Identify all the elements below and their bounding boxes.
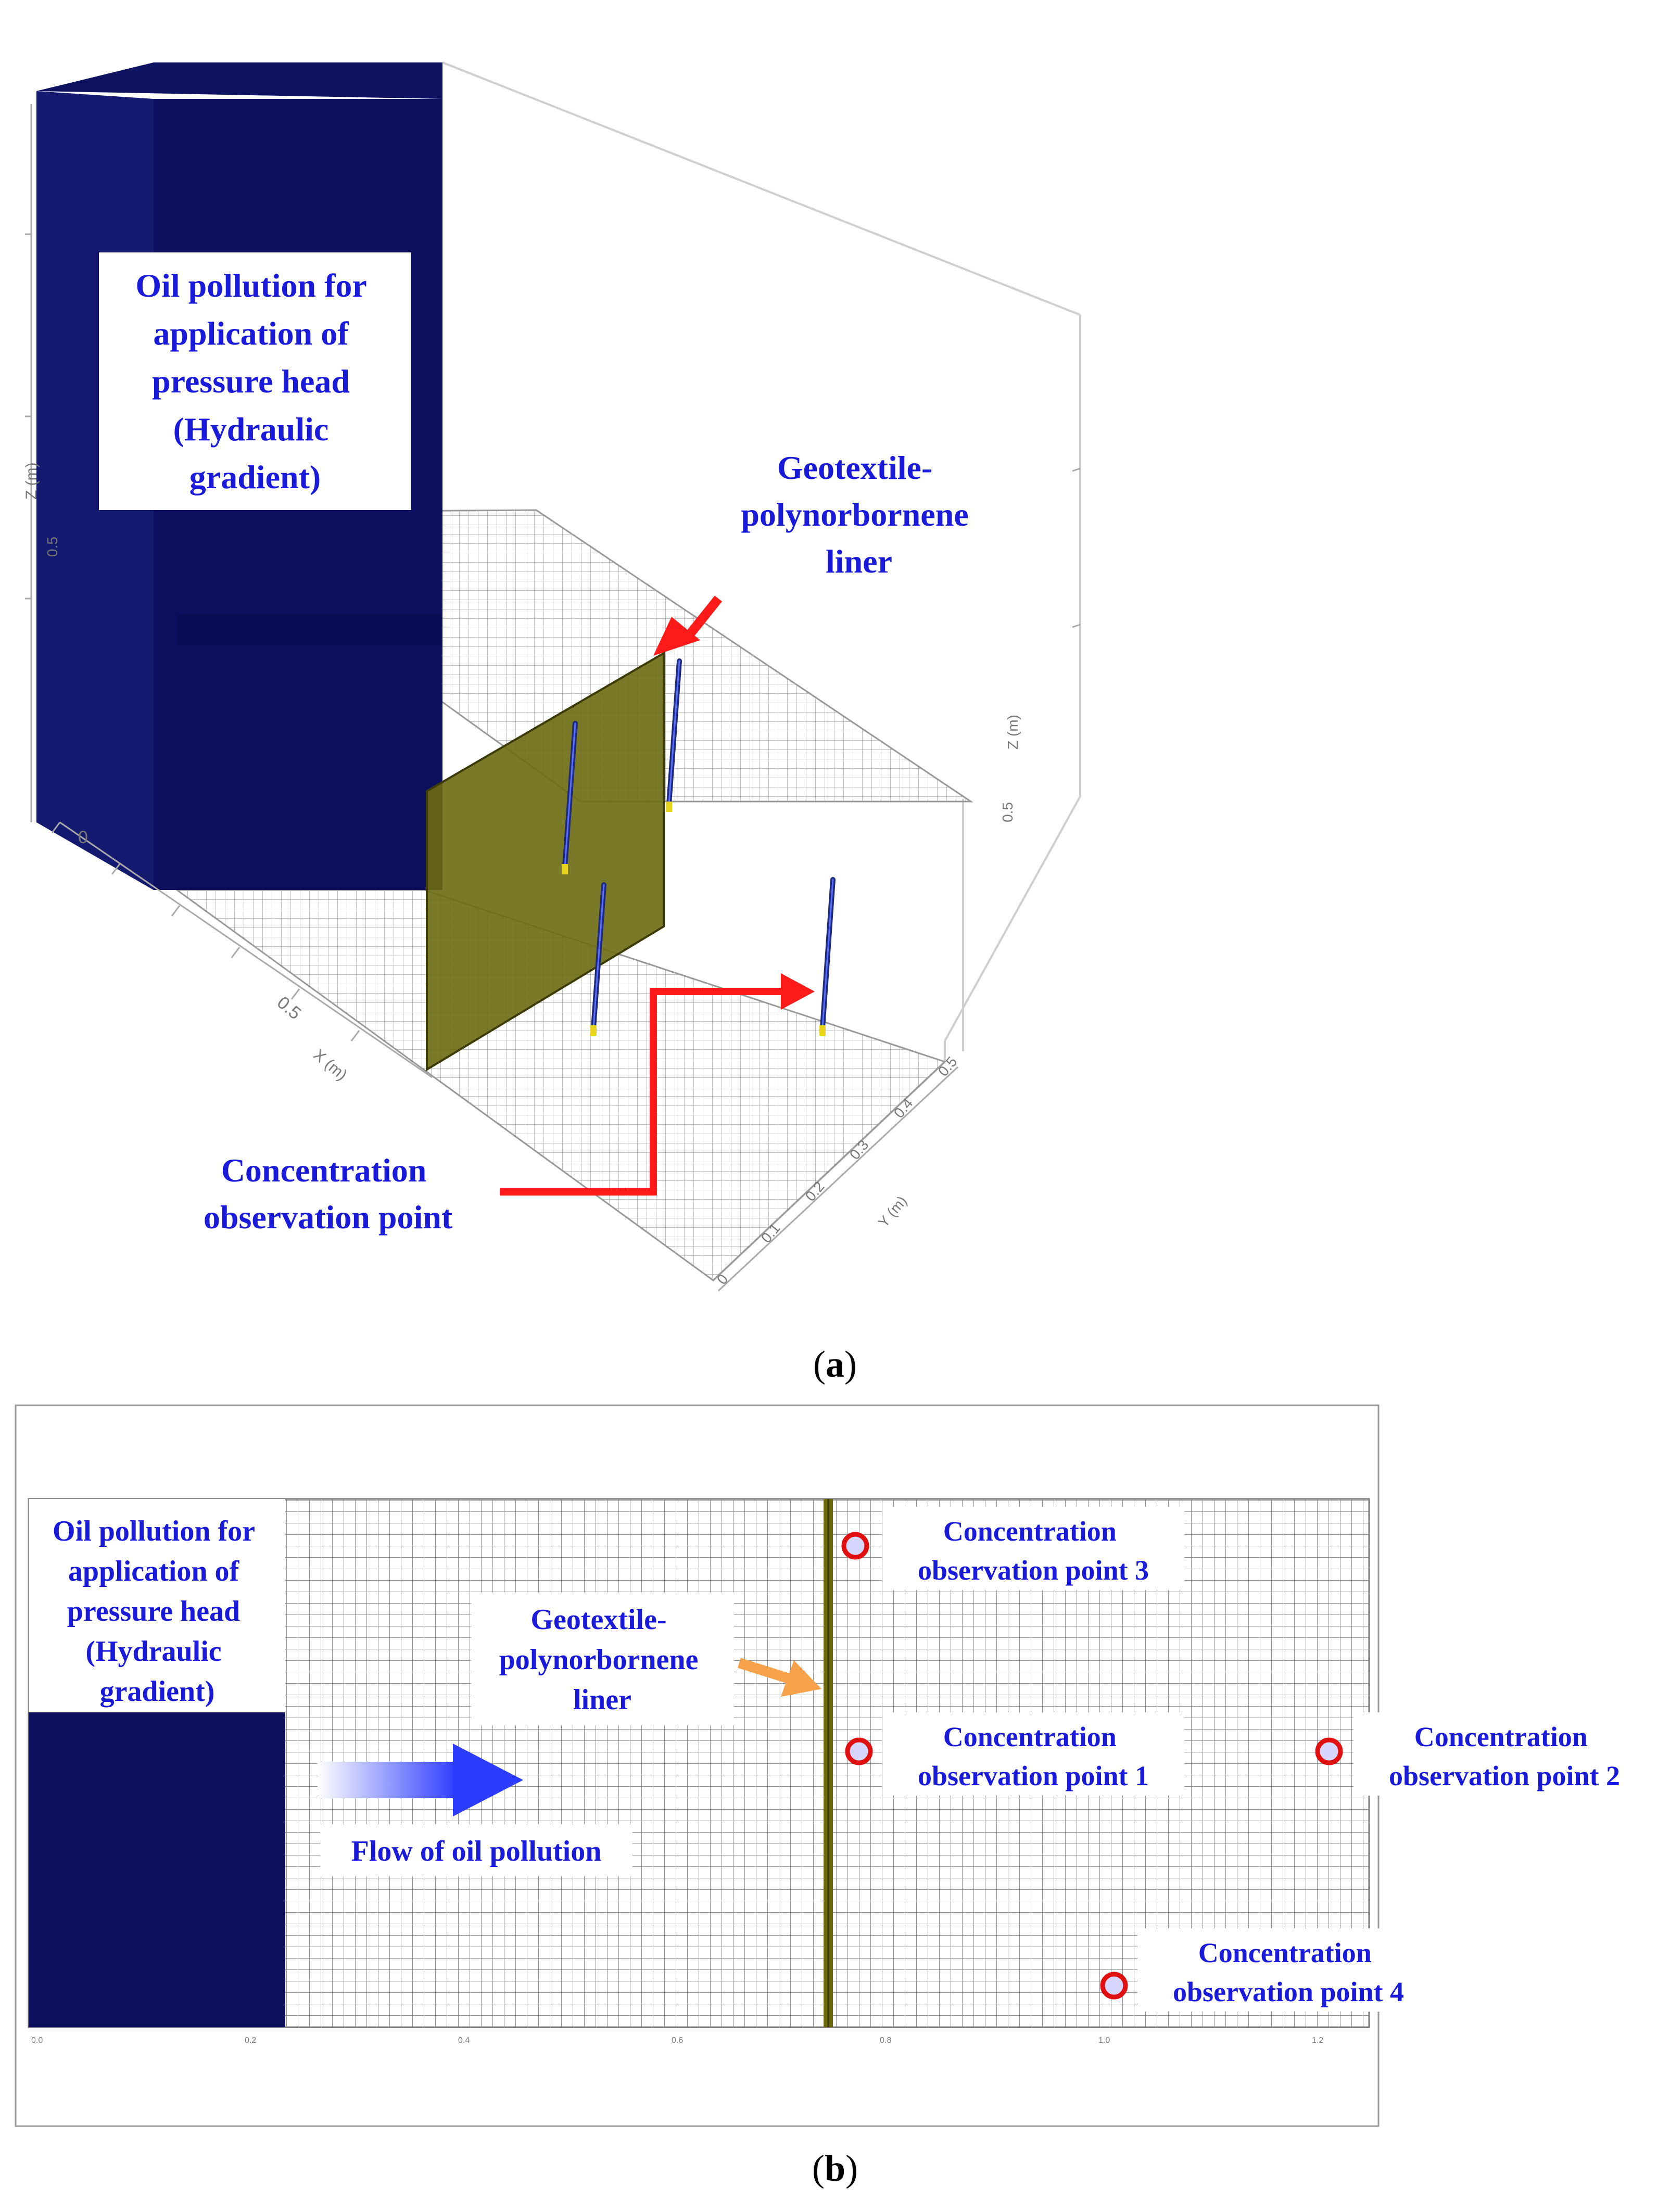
observation-label-box-2 — [1353, 1712, 1655, 1796]
y-axis-label: Y (m) — [875, 1193, 910, 1230]
z-axis-right — [1072, 467, 1081, 628]
liner-label-box-b — [471, 1593, 734, 1725]
x-ticks-b: 0.0 0.2 0.4 0.6 0.8 1.0 1.2 — [31, 2036, 1323, 2045]
source-label-b: Oil pollution for application of pressur… — [53, 1515, 262, 1708]
z-tick-left: 0.5 — [44, 537, 60, 557]
x-tick-b-3: 0.6 — [672, 2036, 683, 2045]
x-axis — [51, 821, 433, 1078]
liner-panel — [426, 651, 665, 1072]
liner-pointer-arrow-a — [653, 595, 723, 656]
source-label-box-a — [99, 252, 411, 510]
source-label-box-b — [29, 1499, 285, 1712]
caption-b: (b) — [812, 2147, 858, 2189]
observation-marker-1 — [845, 1737, 873, 1765]
z-tick-right: 0.5 — [1000, 802, 1016, 822]
x-tick-0: 0 — [78, 828, 88, 847]
panel-b: 0.0 0.2 0.4 0.6 0.8 1.0 1.2 Oil pollutio… — [15, 1404, 1655, 2189]
source-label-a: Oil pollution for application of pressur… — [135, 267, 374, 495]
observation-marker-3 — [841, 1532, 869, 1560]
observation-label-a: Concentration observation point — [204, 1152, 453, 1236]
flow-arrow-b — [318, 1744, 523, 1816]
y-tick-0: 0 — [714, 1271, 731, 1288]
liner-label-b: Geotextile- polynorbornene liner — [499, 1604, 706, 1716]
liner-label-a: Geotextile- polynorbornene liner — [741, 449, 977, 580]
x-tick-b-4: 0.8 — [880, 2036, 891, 2045]
z-axis-label-right: Z (m) — [1005, 715, 1021, 749]
panel-a: Z (m) 0.5 0 0.5 X (m) 0 0.1 0.2 0.3 0.4 … — [23, 61, 1081, 1385]
x-axis-label: X (m) — [310, 1046, 350, 1084]
liner-pointer-arrow-b — [737, 1658, 821, 1697]
x-tick-b-5: 1.0 — [1098, 2036, 1110, 2045]
observation-label-4: Concentration observation point 4 — [1173, 1937, 1404, 2007]
flow-label-box-b — [320, 1824, 632, 1876]
observation-marker-4 — [1100, 1972, 1128, 2000]
x-tick-b-6: 1.2 — [1312, 2036, 1323, 2045]
x-tick-b-0: 0.0 — [31, 2036, 43, 2045]
observation-label-box-1 — [882, 1712, 1184, 1796]
observation-markers-b — [841, 1532, 1343, 2000]
observation-marker-2 — [1315, 1737, 1343, 1765]
z-axis-left — [25, 104, 32, 822]
observation-label-3: Concentration observation point 3 — [918, 1516, 1149, 1586]
y-tick-0-5: 0.5 — [935, 1053, 960, 1079]
flow-label-b: Flow of oil pollution — [351, 1835, 602, 1867]
observation-wells — [562, 658, 836, 1036]
z-axis-label-left: Z (m) — [23, 462, 40, 500]
x-tick-b-2: 0.4 — [458, 2036, 470, 2045]
observation-label-2: Concentration observation point 2 — [1389, 1721, 1620, 1791]
caption-a: (a) — [813, 1343, 857, 1385]
x-tick-0-5: 0.5 — [273, 993, 305, 1023]
x-tick-b-1: 0.2 — [245, 2036, 256, 2045]
observation-label-box-3 — [882, 1507, 1184, 1590]
observation-label-box-4 — [1137, 1928, 1439, 2012]
observation-pointer-arrow-a — [500, 973, 815, 1196]
observation-label-1: Concentration observation point 1 — [918, 1721, 1149, 1791]
y-axis — [717, 1066, 959, 1292]
